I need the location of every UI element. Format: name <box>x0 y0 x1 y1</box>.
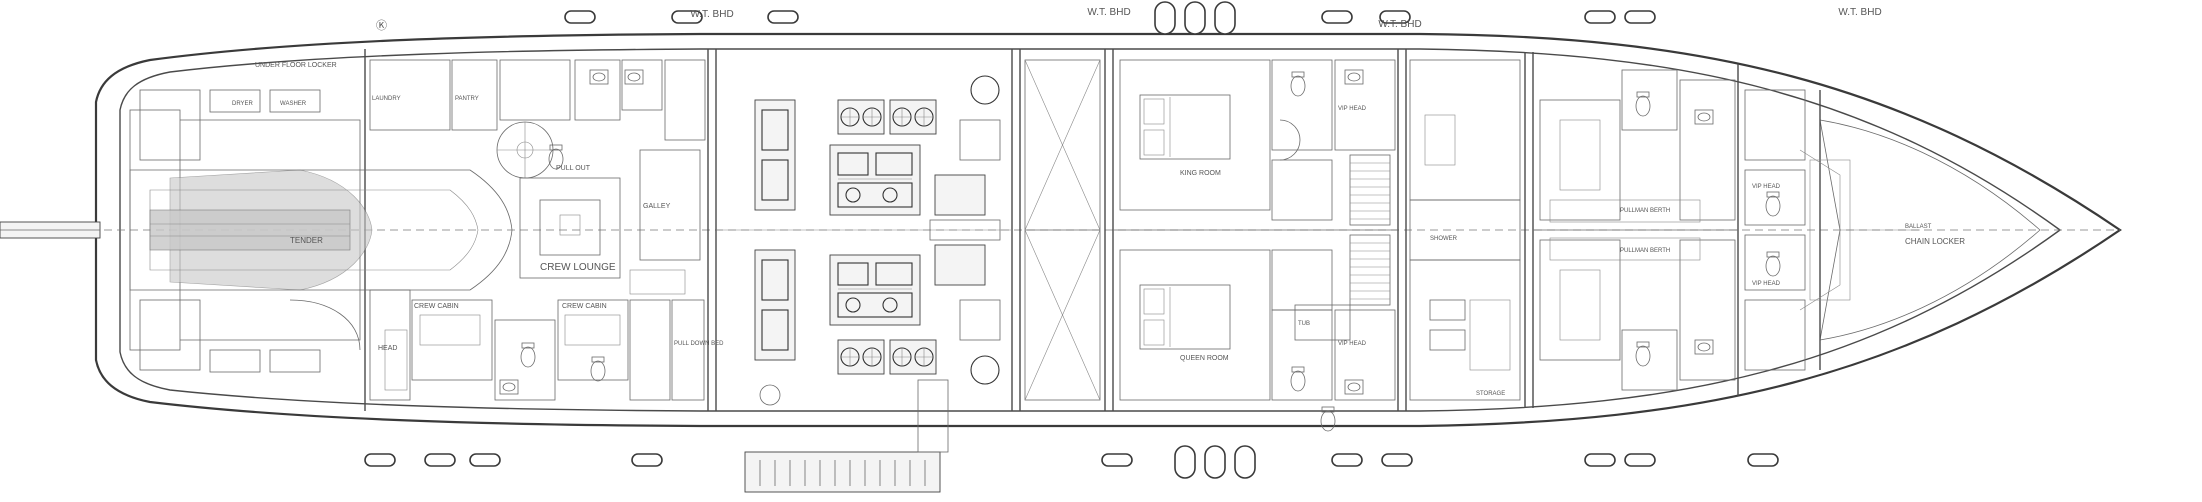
bulkhead-label-4: W.T. BHD <box>1838 7 1881 18</box>
under-floor-label: UNDER FLOOR LOCKER <box>255 62 337 69</box>
bed-icon <box>1139 94 1231 160</box>
portholes-bottom <box>364 445 1779 479</box>
portholes-top <box>564 1 1656 35</box>
stair-icon <box>1349 154 1391 226</box>
crew-cabin-port-label: CREW CABIN <box>414 303 459 310</box>
tank-room <box>1024 59 1101 401</box>
pantry-label: PANTRY <box>455 96 479 102</box>
chain-locker-label: CHAIN LOCKER <box>1905 237 1965 246</box>
king-room-label: KING ROOM <box>1180 170 1221 177</box>
bathtub-label: TUB <box>1298 321 1310 327</box>
storage-label: STORAGE <box>1476 391 1505 397</box>
crew-cabin-stbd-label: CREW CABIN <box>562 303 607 310</box>
bulkhead-label-3: W.T. BHD <box>1378 19 1421 30</box>
forward-heads <box>1744 89 1851 371</box>
dryer-label: DRYER <box>232 101 254 107</box>
engine-room <box>716 75 1012 406</box>
laundry-label: LAUNDRY <box>372 96 401 102</box>
tender-label: TENDER <box>290 236 323 245</box>
pullman-berth-label-1: PULLMAN BERTH <box>1620 208 1670 214</box>
guest-fixtures-aft <box>1290 69 1364 432</box>
crew-fixtures <box>499 69 644 395</box>
sink-icon <box>1344 69 1364 85</box>
galley-label: GALLEY <box>643 203 671 210</box>
vip-head-fwd-label-2: VIP HEAD <box>1752 281 1781 287</box>
pullman-berth-label-2: PULLMAN BERTH <box>1620 248 1670 254</box>
fan-icon <box>837 99 885 135</box>
vip-head-fwd-label-1: VIP HEAD <box>1752 184 1781 190</box>
vip-head-label-2: VIP HEAD <box>1338 341 1367 347</box>
shower-label: SHOWER <box>1430 236 1458 242</box>
crew-area <box>369 59 706 401</box>
guest-cabins-fwd <box>1533 69 1738 391</box>
guest-fixtures-fwd <box>1635 91 1714 367</box>
ballast-label: BALLAST <box>1905 224 1932 230</box>
bulkhead-label-1: W.T. BHD <box>690 9 733 20</box>
vip-head-label-1: VIP HEAD <box>1338 106 1367 112</box>
boarding-ladder <box>744 379 949 493</box>
engine-icon <box>829 144 921 216</box>
stern-gangway <box>0 221 101 239</box>
mid-cabins <box>1409 59 1521 401</box>
aft-top-mark: Ⓚ <box>376 19 387 32</box>
tender-garage <box>129 89 513 373</box>
crew-lounge-label: CREW LOUNGE <box>540 262 616 273</box>
washer-label: WASHER <box>280 101 307 107</box>
bulkheads <box>364 49 1821 411</box>
queen-room-label: QUEEN ROOM <box>1180 355 1229 362</box>
toilet-icon <box>1290 71 1306 97</box>
pull-down-label: PULL DOWN BED <box>674 341 724 347</box>
pull-out-label: PULL OUT <box>556 165 591 172</box>
bulkhead-label-2: W.T. BHD <box>1087 7 1130 18</box>
guest-cabins-aft <box>1113 59 1398 401</box>
head-label: HEAD <box>378 345 397 352</box>
